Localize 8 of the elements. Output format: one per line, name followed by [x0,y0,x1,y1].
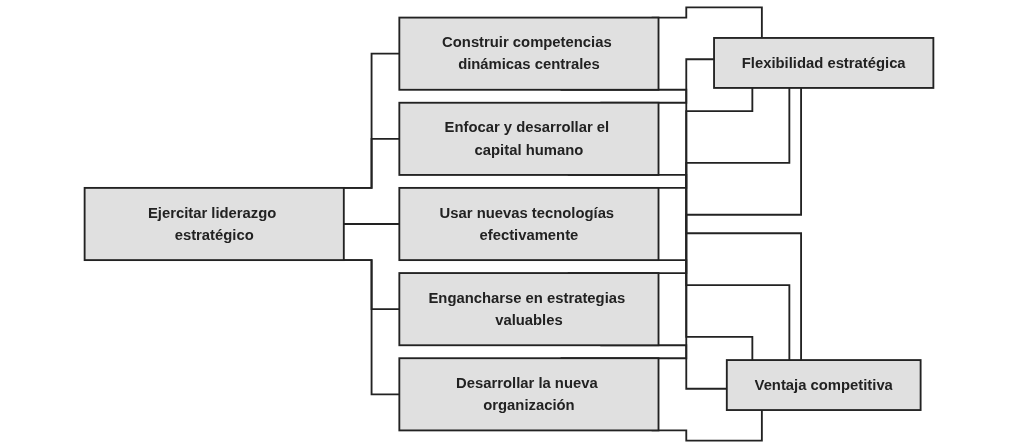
node-box: Enfocar y desarrollar el capital humano [398,101,660,176]
node-box: Ventaja competitiva [725,359,922,411]
node-box: Usar nuevas tecnologías efectivamente [398,186,660,262]
node-box: Desarrollar la nueva organización [398,357,660,432]
node-box: Ejercitar liderazgo estratégico [83,186,345,262]
node-box: Construir competencias dinámicas centrales [398,16,660,91]
node-box: Flexibilidad estratégica [713,37,935,89]
node-box: Engancharse en estrategias valuables [398,272,660,347]
